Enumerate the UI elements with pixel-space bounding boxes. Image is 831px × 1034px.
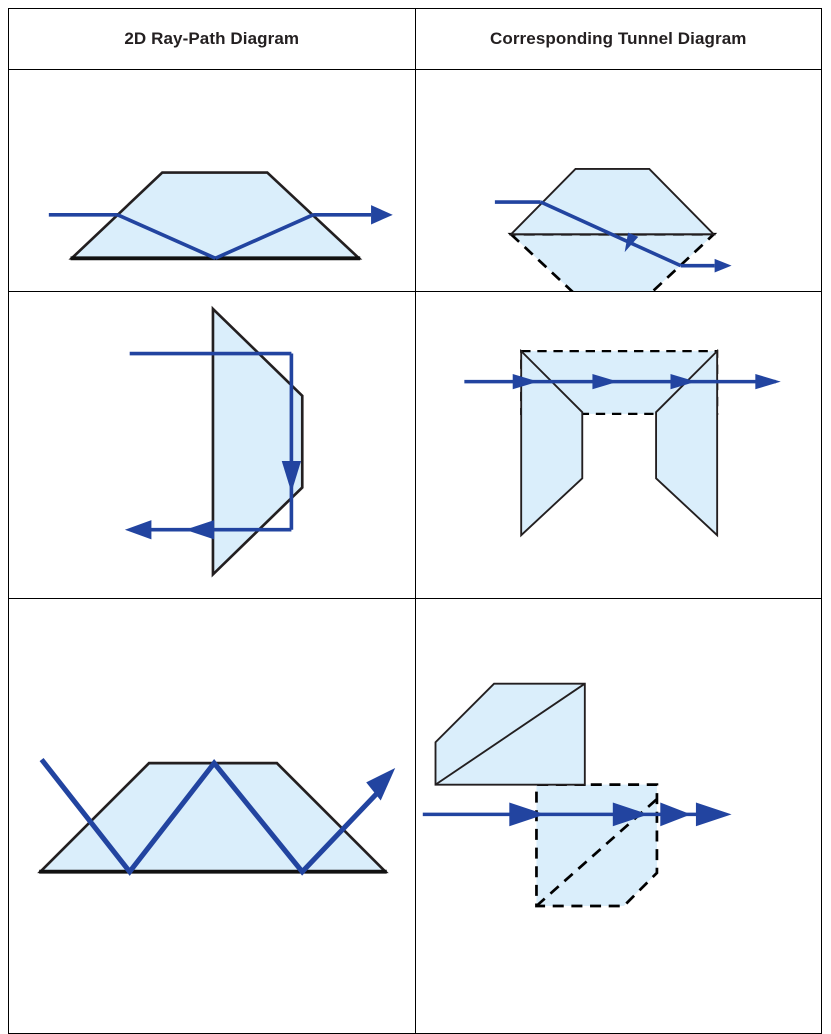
column-header-ray-path: 2D Ray-Path Diagram [8, 8, 416, 70]
cell-row3-ray-path [8, 598, 416, 1034]
cell-row2-tunnel [414, 290, 822, 600]
diagram-container [9, 599, 415, 1032]
column-header-tunnel: Corresponding Tunnel Diagram [414, 8, 822, 70]
diagram-container [9, 292, 415, 599]
table-row [8, 69, 822, 292]
tunnel-mirror-block-dashed [507, 232, 717, 291]
ray-arrowhead-3-icon [669, 373, 696, 390]
right-angle-prism-tunnel-diagram [463, 348, 781, 538]
output-ray-arrowhead-icon [371, 205, 393, 225]
diagram-container [416, 70, 822, 291]
tunnel-ray-straight [539, 200, 681, 268]
ray-arrowhead-4-icon [754, 373, 781, 390]
prism-body [211, 305, 304, 578]
diagram-container [416, 292, 822, 599]
output-ray-arrowhead-icon [714, 258, 732, 273]
table-row [8, 290, 822, 600]
cell-row1-ray-path [8, 69, 416, 292]
diagram-table: 2D Ray-Path Diagram Corresponding Tunnel… [8, 8, 822, 1034]
internal-ray-segment-1 [116, 213, 217, 260]
internal-ray-segment-2 [214, 213, 314, 260]
ray-arrowhead-3-icon [659, 802, 691, 827]
cell-row3-tunnel [414, 598, 822, 1034]
zigzag-ray-path [39, 758, 379, 877]
ray-arrowhead-2-icon [612, 802, 648, 827]
output-ray-arrowhead-icon [124, 519, 152, 540]
tunnel-ray-arrowhead-icon [624, 232, 638, 253]
cell-row1-tunnel [414, 69, 822, 292]
table-body [8, 69, 822, 1034]
internal-ray-arrowhead-icon [281, 460, 302, 493]
table-header: 2D Ray-Path Diagram Corresponding Tunnel… [8, 8, 822, 70]
cell-row2-ray-path [8, 290, 416, 600]
dove-prism-ray-path-diagram [48, 171, 393, 261]
dove-prism-tunnel-diagram [494, 168, 732, 291]
page-root: 2D Ray-Path Diagram Corresponding Tunnel… [8, 8, 822, 1034]
tunnel-block-dashed [534, 783, 658, 908]
header-row: 2D Ray-Path Diagram Corresponding Tunnel… [8, 8, 822, 70]
tunnel-block-right [654, 348, 718, 538]
ray-arrowhead-1-icon [512, 373, 538, 390]
table-row [8, 598, 822, 1034]
ray-arrowhead-2-icon [591, 373, 618, 390]
diagram-container [9, 70, 415, 291]
output-ray-arrowhead-icon [366, 768, 396, 801]
multi-bounce-prism-ray-path-diagram [37, 758, 396, 877]
multi-bounce-prism-tunnel-diagram [422, 683, 732, 908]
ray-arrowhead-1-icon [508, 802, 545, 827]
diagram-container [416, 599, 822, 1032]
right-angle-prism-ray-path-diagram [124, 305, 304, 578]
prism-body [37, 762, 389, 874]
solid-block-diagonal-face [434, 683, 585, 786]
output-ray-arrowhead-inner-icon [185, 519, 215, 540]
ray-arrowhead-4-icon [695, 802, 732, 827]
tunnel-block-left [519, 348, 583, 538]
